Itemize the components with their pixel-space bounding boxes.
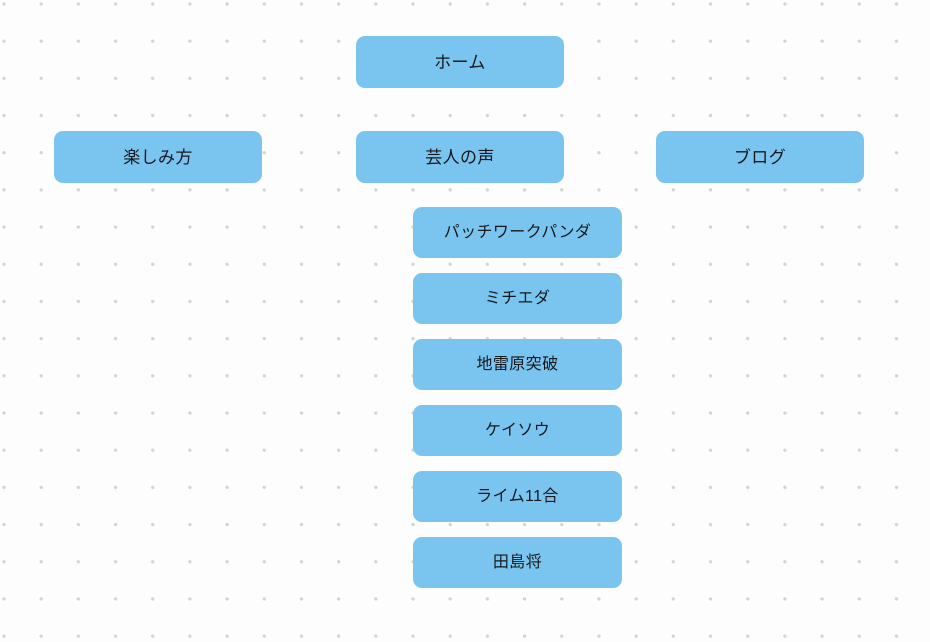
- node-michieda[interactable]: ミチエダ: [413, 273, 622, 324]
- node-label: ライム11合: [476, 487, 559, 505]
- node-label: ケイソウ: [484, 421, 551, 439]
- node-label: 楽しみ方: [123, 147, 193, 167]
- node-label: 地雷原突破: [476, 355, 559, 373]
- node-label: パッチワークパンダ: [443, 223, 592, 241]
- node-jiraigen-toppa[interactable]: 地雷原突破: [413, 339, 622, 390]
- node-home[interactable]: ホーム: [356, 36, 564, 88]
- node-patchwork-panda[interactable]: パッチワークパンダ: [413, 207, 622, 258]
- node-tanoshimikata[interactable]: 楽しみ方: [54, 131, 262, 183]
- node-label: ホーム: [434, 52, 486, 72]
- node-label: ミチエダ: [484, 289, 551, 307]
- node-keisou[interactable]: ケイソウ: [413, 405, 622, 456]
- node-blog[interactable]: ブログ: [656, 131, 864, 183]
- node-label: ブログ: [733, 147, 787, 167]
- node-tajima-shou[interactable]: 田島将: [413, 537, 622, 588]
- node-rhyme-11-gou[interactable]: ライム11合: [413, 471, 622, 522]
- node-label: 田島将: [492, 553, 543, 571]
- node-geinin-no-koe[interactable]: 芸人の声: [356, 131, 564, 183]
- node-label: 芸人の声: [425, 147, 495, 167]
